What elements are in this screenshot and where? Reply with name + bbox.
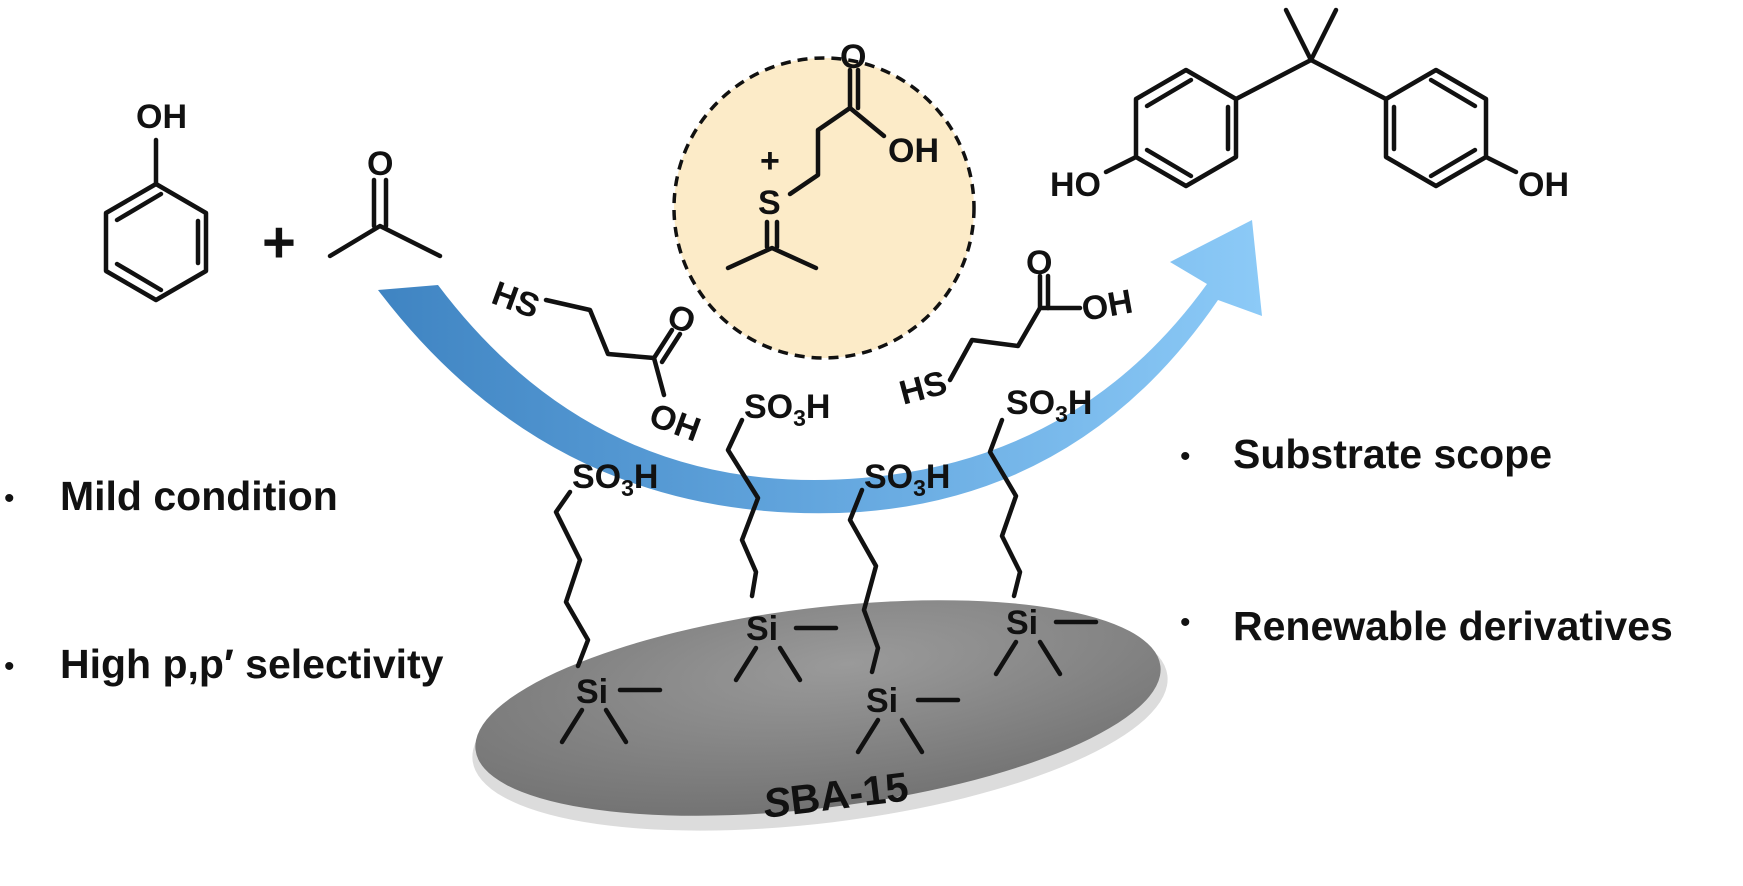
sulfonium-intermediate: S + O OH bbox=[672, 38, 976, 360]
reaction-arrow-body bbox=[378, 220, 1262, 514]
phenol-oh-label: OH bbox=[136, 98, 187, 136]
linker-2-so3h-label: SO3H bbox=[744, 388, 830, 431]
plus-sign: + bbox=[262, 210, 296, 275]
acetone-molecule: O bbox=[327, 145, 443, 259]
thiol-right-hs-label: HS bbox=[896, 364, 951, 413]
linker-4-si-label: Si bbox=[1006, 604, 1038, 642]
feature-selectivity: High p,p′ selectivity bbox=[60, 641, 444, 687]
feature-bullet: • bbox=[4, 650, 15, 683]
intermediate-circle bbox=[672, 56, 976, 360]
product-oh-label: OH bbox=[1518, 166, 1569, 204]
feature-renewable-derivatives: Renewable derivatives bbox=[1233, 603, 1673, 649]
sulfonic-linker-2: SO3H Si bbox=[725, 388, 839, 683]
bisphenol-a-molecule: HO OH bbox=[1050, 7, 1569, 204]
linker-4-so3h-label: SO3H bbox=[1006, 384, 1092, 427]
linker-1-so3h-label: SO3H bbox=[572, 458, 658, 501]
feature-list-right: • Substrate scope • Renewable derivative… bbox=[1180, 431, 1673, 649]
thiol-left-oh-label: OH bbox=[644, 396, 705, 449]
feature-bullet: • bbox=[1180, 440, 1191, 473]
intermediate-plus-label: + bbox=[760, 142, 780, 180]
feature-bullet: • bbox=[4, 482, 15, 515]
intermediate-o-label: O bbox=[840, 38, 866, 76]
thiol-right-oh-label: OH bbox=[1079, 283, 1136, 329]
linker-2-si-label: Si bbox=[746, 610, 778, 648]
sba15-support: SBA-15 bbox=[472, 600, 1168, 831]
linker-3-so3h-label: SO3H bbox=[864, 458, 950, 501]
thiol-left-hs-label: HS bbox=[487, 274, 544, 326]
linker-3-si-label: Si bbox=[866, 682, 898, 720]
sulfonic-linker-3: SO3H Si bbox=[847, 458, 961, 755]
thiol-right-o-label: O bbox=[1026, 244, 1052, 282]
product-ho-label: HO bbox=[1050, 166, 1101, 204]
feature-mild-condition: Mild condition bbox=[60, 473, 338, 519]
sulfonic-linker-1: SO3H Si bbox=[553, 458, 663, 745]
acetone-o-label: O bbox=[367, 145, 393, 183]
intermediate-oh-label: OH bbox=[888, 132, 939, 170]
feature-bullet: • bbox=[1180, 606, 1191, 639]
feature-list-left: • Mild condition • High p,p′ selectivity bbox=[4, 473, 444, 687]
intermediate-s-label: S bbox=[758, 184, 781, 222]
phenol-molecule: OH bbox=[103, 98, 209, 303]
sulfonic-linker-4: SO3H Si bbox=[987, 384, 1099, 677]
support-disc bbox=[475, 600, 1161, 816]
feature-substrate-scope: Substrate scope bbox=[1233, 431, 1552, 477]
reaction-arrow bbox=[378, 220, 1262, 514]
linker-1-si-label: Si bbox=[576, 673, 608, 711]
